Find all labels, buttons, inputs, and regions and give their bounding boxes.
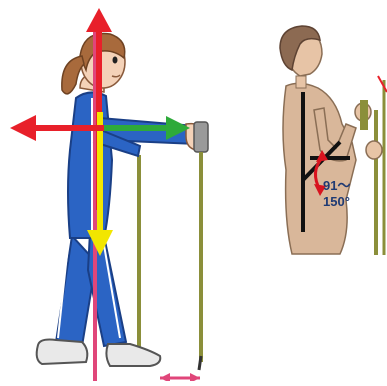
front-shoe [106, 344, 160, 366]
back-shoe [37, 340, 88, 364]
left-walking-figure [10, 8, 208, 381]
lower-hand [366, 141, 382, 159]
right-arm-angle-figure [280, 26, 387, 255]
jacket [68, 92, 112, 238]
eye [113, 57, 118, 64]
arm-angle-label: 91～ 150° [323, 178, 373, 210]
pole-grip [194, 122, 208, 152]
